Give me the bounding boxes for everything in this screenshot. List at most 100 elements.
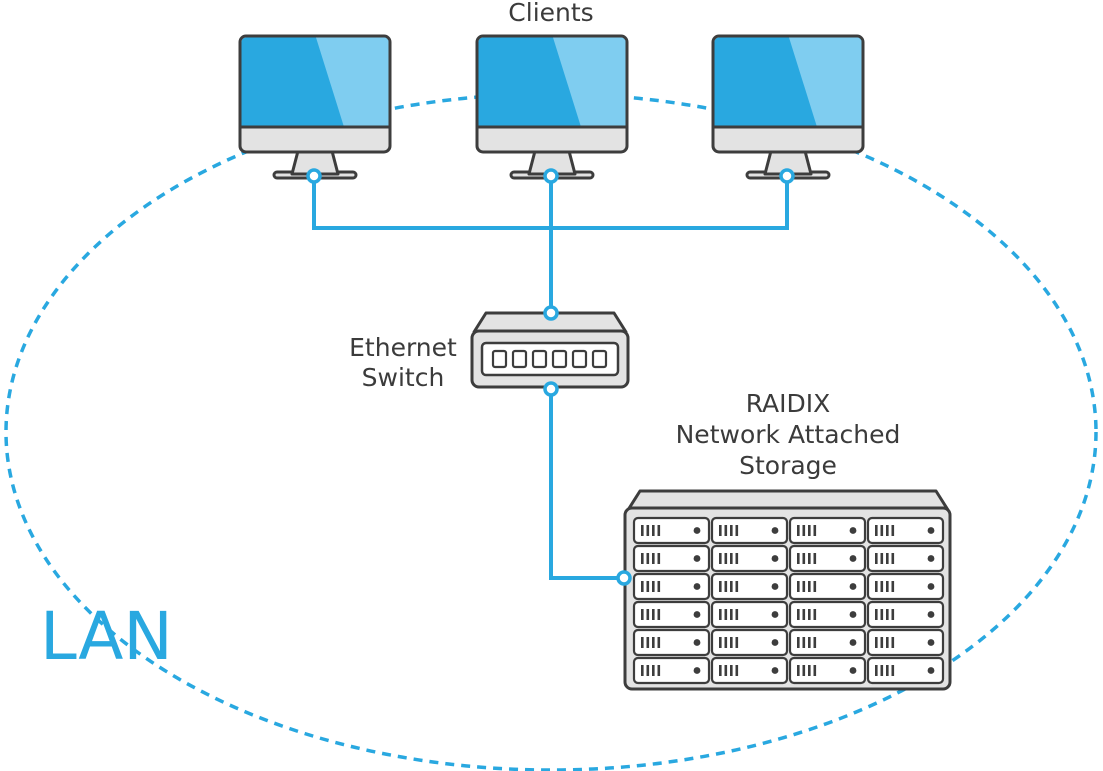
drive-vent [797,637,800,648]
switch-port [511,349,528,369]
drive-vent [797,525,800,536]
drive-bay [788,656,867,685]
drive-vent [880,581,884,592]
drive-vent [719,665,722,676]
drive-tray [632,628,711,657]
storage-label-line3: Storage [739,451,837,480]
client-monitor-2 [475,34,629,180]
drive-vent [802,637,806,648]
switch-label-line1: Ethernet [349,333,457,362]
client-monitor-1 [238,34,392,180]
drive-vent [808,581,811,592]
drive-vent [724,665,728,676]
drive-vent [735,525,739,536]
drive-vent [797,553,800,564]
drive-bay [632,544,711,573]
drive-vent [657,525,661,536]
drive-bay [788,572,867,601]
drive-bay [788,628,867,657]
drive-bay [788,516,867,545]
drive-vent [735,637,739,648]
drive-vent [652,665,655,676]
drive-vent [646,665,650,676]
drive-vent [813,525,817,536]
drive-vent [724,581,728,592]
drive-vent [880,525,884,536]
drive-vent [880,609,884,620]
drive-vent [652,553,655,564]
drive-led [693,583,701,590]
drive-vent [730,581,733,592]
drive-vent [875,637,878,648]
drive-vent [719,637,722,648]
drive-vent [641,553,644,564]
drive-vent [886,637,889,648]
drive-tray [866,628,945,657]
drive-vent [730,609,733,620]
switch-to-storage-link [549,389,624,580]
drive-vent [646,553,650,564]
switch-port [531,349,548,369]
drive-bay [632,628,711,657]
drive-tray [632,544,711,573]
switch-port [551,349,568,369]
drive-vent [802,525,806,536]
client-2-port [543,168,559,184]
drive-bay [866,600,945,629]
drive-tray [788,656,867,685]
drive-tray [788,544,867,573]
switch-port [491,349,508,369]
drive-led [927,639,935,646]
drive-bays [632,516,945,685]
drive-tray [710,628,789,657]
drive-vent [891,525,895,536]
drive-vent [891,609,895,620]
drive-led [927,611,935,618]
drive-led [693,527,701,534]
drive-vent [886,525,889,536]
switch-ports [491,349,608,369]
drive-tray [710,544,789,573]
drive-vent [813,637,817,648]
nas-storage-array [623,489,952,691]
drive-tray [710,600,789,629]
drive-vent [886,581,889,592]
drive-vent [652,581,655,592]
drive-vent [646,609,650,620]
drive-led [771,583,779,590]
switch-uplink-port [543,305,559,321]
drive-led [771,555,779,562]
drive-vent [641,581,644,592]
drive-tray [632,600,711,629]
drive-vent [891,665,895,676]
drive-vent [813,553,817,564]
drive-led [927,667,935,674]
drive-led [693,667,701,674]
drive-vent [808,525,811,536]
drive-bay [710,600,789,629]
drive-vent [808,637,811,648]
client-monitor-3 [711,34,865,180]
drive-vent [735,553,739,564]
drive-tray [788,572,867,601]
lan-boundary [4,92,1098,771]
drive-bay [866,572,945,601]
drive-tray [788,516,867,545]
drive-vent [724,525,728,536]
drive-bay [632,572,711,601]
drive-bay [710,544,789,573]
drive-bay [866,656,945,685]
drive-led [771,639,779,646]
clients-group [238,34,865,180]
drive-vent [875,553,878,564]
switch-downlink-port [543,381,559,397]
drive-vent [813,665,817,676]
drive-bay [710,656,789,685]
drive-vent [719,581,722,592]
drive-vent [891,581,895,592]
drive-vent [657,609,661,620]
drive-vent [724,609,728,620]
drive-vent [735,665,739,676]
drive-led [927,583,935,590]
